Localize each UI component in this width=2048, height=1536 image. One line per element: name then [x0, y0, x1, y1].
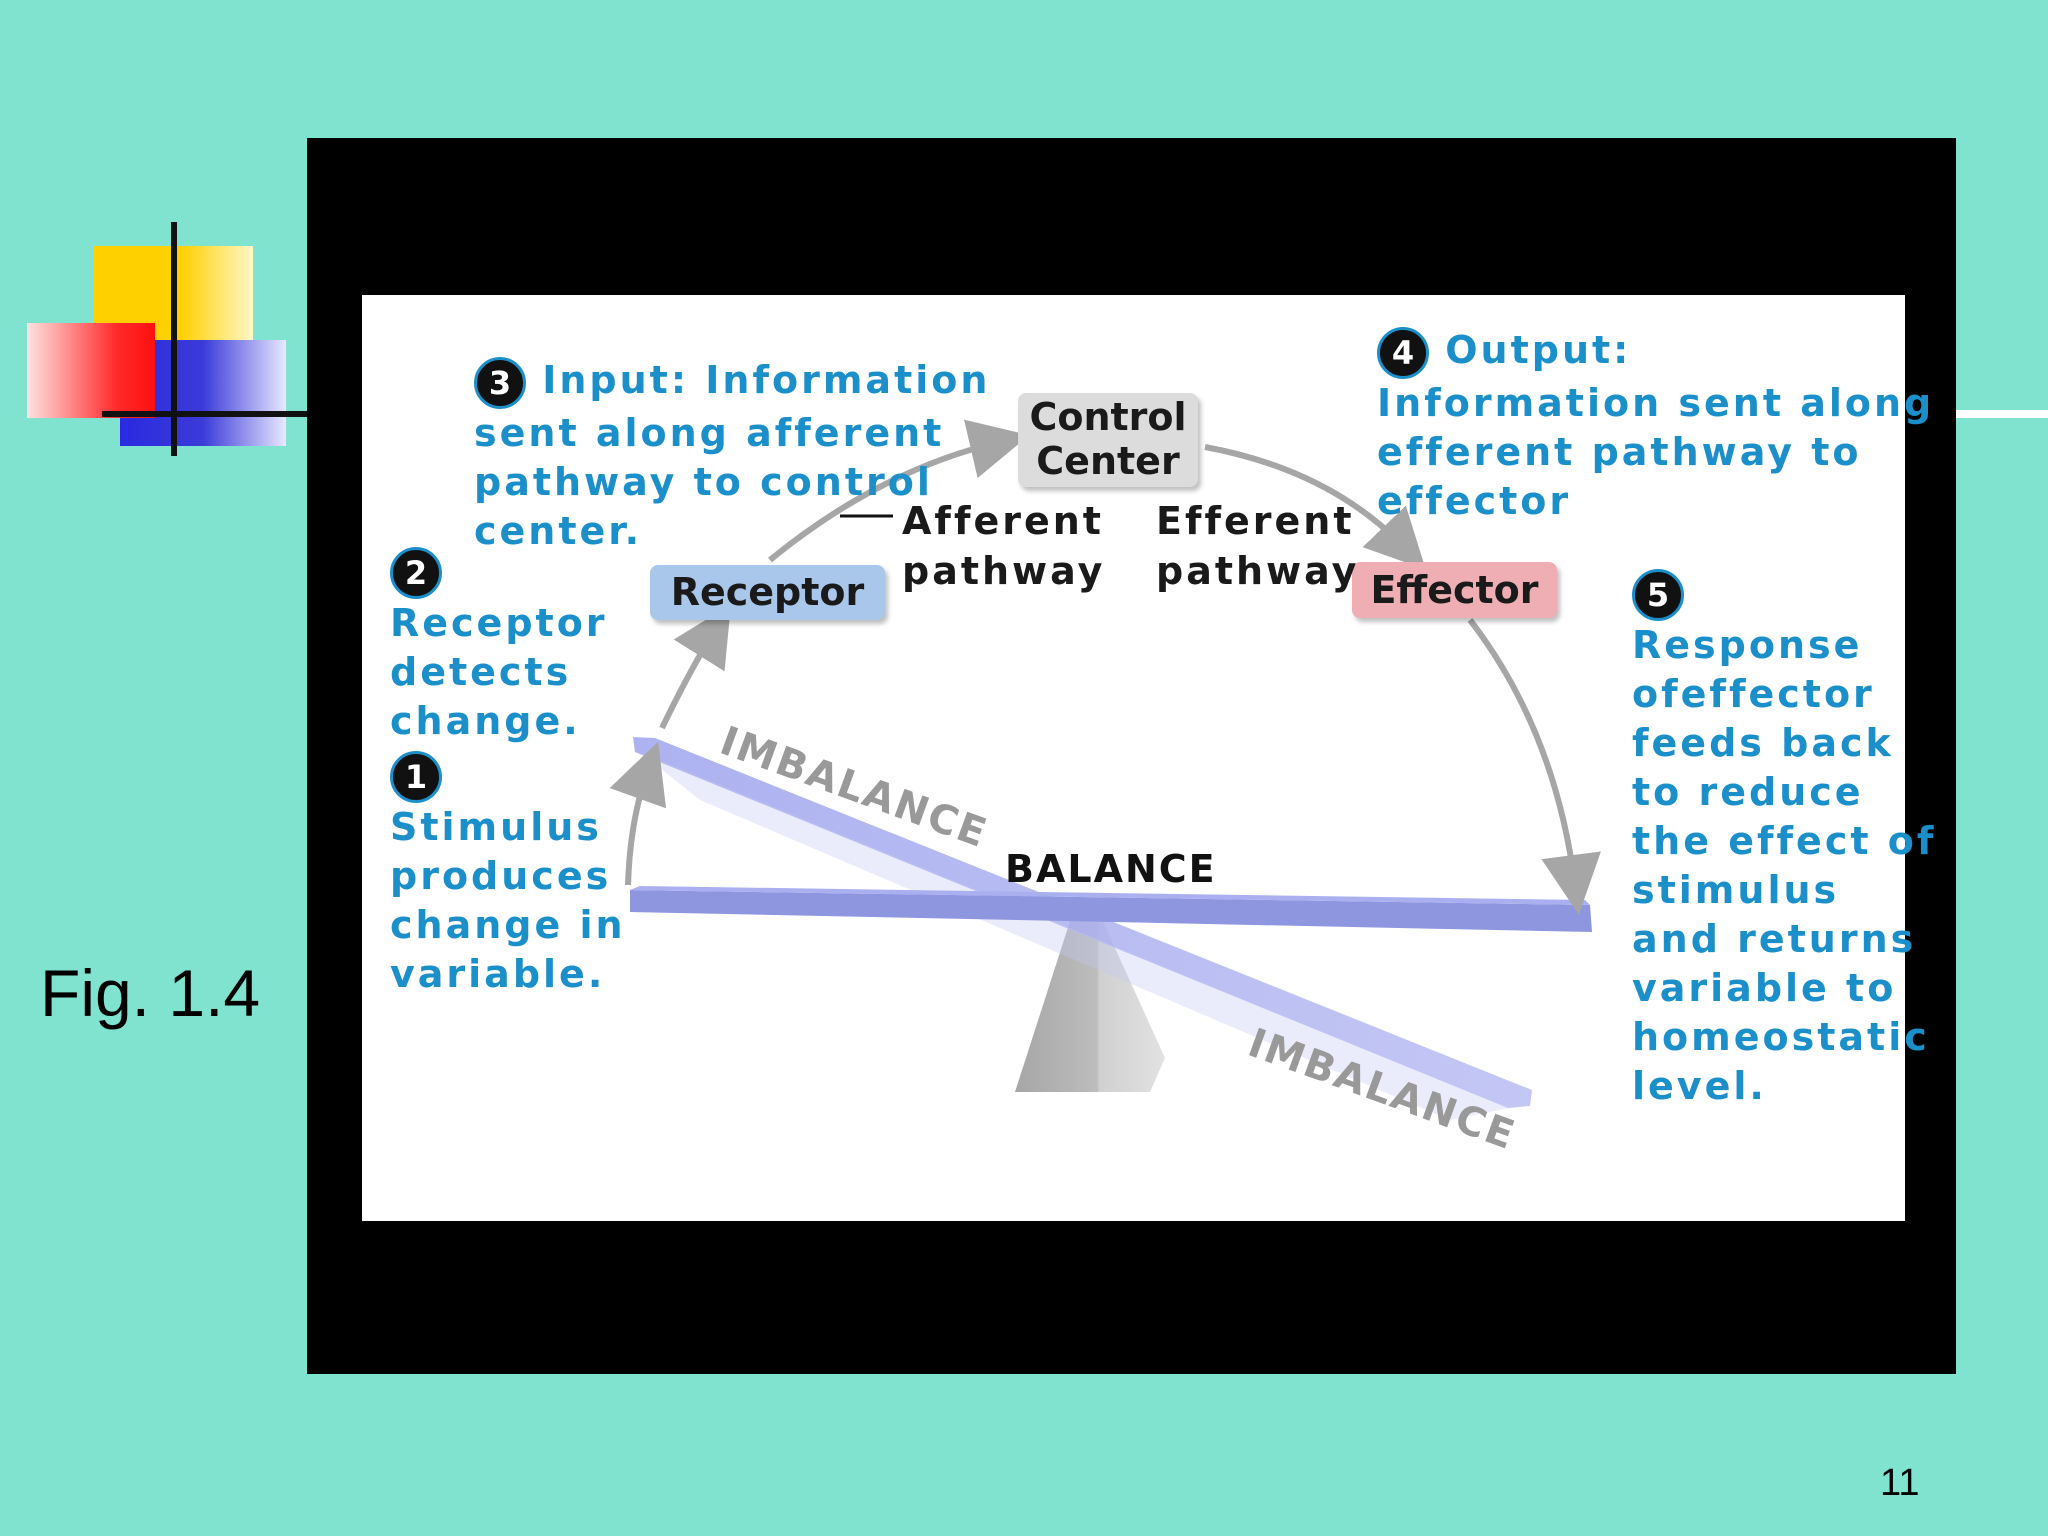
step-2-badge: 2	[390, 546, 442, 599]
receptor-box: Receptor	[650, 565, 885, 620]
step-5-line: to reduce	[1632, 769, 1864, 814]
step-2-line: detects	[390, 649, 572, 694]
efferent-line1: Efferent	[1156, 499, 1355, 543]
step-2-text: 2 Receptor detects change.	[390, 546, 608, 746]
step-3-badge: 3	[474, 356, 526, 409]
step-3-line: sent along afferent	[474, 410, 945, 455]
afferent-line1: Afferent	[902, 499, 1104, 543]
afferent-pathway-label: Afferent pathway	[902, 496, 1105, 596]
step-4-line: efferent pathway to	[1377, 429, 1862, 474]
step-5-line: ofeffector	[1632, 671, 1875, 716]
arrow-efferent	[1204, 444, 1426, 570]
arrow-effector-feedback	[1467, 618, 1601, 915]
step-4-text: 4 Output: Information sent along efferen…	[1377, 326, 1934, 526]
imbalance-beam	[633, 737, 1532, 1108]
step-5-line: feeds back	[1632, 720, 1894, 765]
effector-box: Effector	[1352, 562, 1557, 618]
control-center-line1: Control	[1029, 395, 1187, 439]
balance-label: BALANCE	[1005, 847, 1217, 891]
step-4-badge: 4	[1377, 326, 1429, 379]
step-1-line: produces	[390, 853, 612, 898]
imbalance-beam-shadow	[640, 752, 1510, 1120]
arrow-afferent	[768, 419, 1030, 563]
decorative-squares	[27, 222, 320, 456]
step-5-line: variable to	[1632, 965, 1897, 1010]
arrow-stimulus-to-receptor	[609, 741, 667, 886]
step-4-line: Information sent along	[1377, 380, 1935, 425]
step-1-line: Stimulus	[390, 804, 602, 849]
control-center-box: Control Center	[1018, 393, 1198, 487]
step-3-line: center.	[474, 508, 643, 553]
balance-beam-top	[630, 886, 1590, 905]
step-4-line: effector	[1377, 478, 1572, 523]
page-number: 11	[1880, 1462, 1920, 1504]
figure-label: Fig. 1.4	[40, 956, 261, 1030]
right-rule	[1956, 410, 2048, 418]
afferent-line2: pathway	[902, 549, 1106, 593]
balance-beam	[630, 890, 1592, 932]
step-1-line: variable.	[390, 951, 606, 996]
step-5-line: Response	[1632, 622, 1863, 667]
step-5-line: homeostatic	[1632, 1014, 1930, 1059]
step-4-line: Output:	[1445, 328, 1632, 372]
step-5-text: 5 Response ofeffector feeds back to redu…	[1632, 568, 1936, 1111]
step-2-line: change.	[390, 698, 581, 743]
step-3-line: Input: Information	[542, 358, 991, 402]
step-5-line: and returns	[1632, 916, 1917, 961]
step-3-text: 3 Input: Information sent along afferent…	[474, 356, 990, 556]
arrow-to-receptor	[659, 604, 731, 730]
efferent-line2: pathway	[1156, 549, 1360, 593]
step-3-line: pathway to control	[474, 459, 933, 504]
step-1-text: 1 Stimulus produces change in variable.	[390, 750, 626, 999]
step-1-badge: 1	[390, 750, 442, 803]
efferent-pathway-label: Efferent pathway	[1156, 496, 1359, 596]
step-5-line: stimulus	[1632, 867, 1840, 912]
step-5-line: the effect of	[1632, 818, 1937, 863]
step-5-badge: 5	[1632, 568, 1684, 621]
fulcrum	[1015, 915, 1165, 1092]
step-1-line: change in	[390, 902, 626, 947]
step-5-line: level.	[1632, 1063, 1767, 1108]
step-2-line: Receptor	[390, 600, 608, 645]
control-center-line2: Center	[1036, 439, 1180, 483]
red-square	[27, 323, 155, 418]
